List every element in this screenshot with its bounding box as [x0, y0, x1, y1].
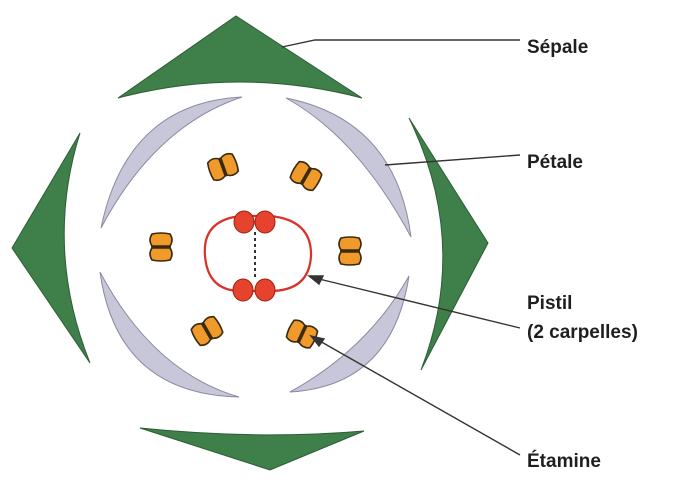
leader-pistil-arrowhead: [309, 276, 323, 284]
stamen-bottom-right: [285, 318, 320, 350]
stamen-left: [150, 233, 172, 261]
pistil: [205, 211, 311, 301]
sepal-right: [409, 118, 488, 370]
ovule: [255, 211, 275, 233]
label-stamen: Étamine: [527, 450, 601, 472]
ovule: [233, 279, 253, 301]
stamen-right: [339, 237, 361, 265]
stamen-top-left: [206, 152, 240, 182]
leader-petal: [385, 155, 520, 165]
label-petal: Pétale: [527, 152, 583, 173]
stamen-bottom-left: [189, 314, 224, 347]
sepals: [12, 16, 488, 470]
leader-pistil: [315, 278, 520, 328]
stamen-top-right: [288, 159, 323, 192]
ovule: [255, 279, 275, 301]
ovule: [234, 211, 254, 233]
sepal-left: [12, 133, 90, 363]
ovules-top: [234, 211, 275, 233]
sepal-top: [118, 16, 362, 98]
sepal-bottom: [140, 428, 364, 470]
label-sepal: Sépale: [527, 37, 588, 58]
leader-sepal: [282, 40, 520, 47]
label-pistil: Pistil: [527, 293, 572, 314]
label-pistil-detail: (2 carpelles): [527, 322, 638, 343]
